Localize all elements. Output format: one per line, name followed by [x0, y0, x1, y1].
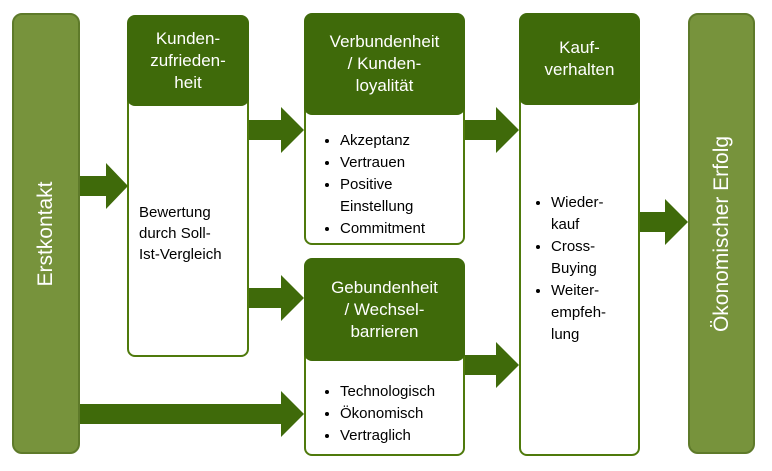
list-item: Cross- Buying: [551, 236, 606, 280]
kundenzufriedenheit-box: Bewertung durch Soll- Ist-Vergleich: [127, 70, 249, 357]
kundenzufriedenheit-description: Bewertung durch Soll- Ist-Vergleich: [139, 204, 222, 263]
kaufverhalten-box: Wieder- kauf Cross- Buying Weiter- empfe…: [519, 70, 640, 456]
verbundenheit-list: Akzeptanz Vertrauen Positive Einstellung…: [320, 130, 425, 240]
arrow-kaufverhalten-to-erfolg: [640, 199, 688, 245]
kaufverhalten-header: Kauf- verhalten: [519, 13, 640, 105]
arrow-gebundenheit-to-kaufverhalten: [465, 342, 519, 388]
kundenzufriedenheit-header: Kunden- zufrieden- heit: [127, 15, 249, 106]
verbundenheit-header: Verbundenheit / Kunden- loyalität: [304, 13, 465, 115]
erstkontakt-bar: Erstkontakt: [12, 13, 80, 454]
list-item: Akzeptanz: [340, 130, 425, 152]
list-item: Ökonomisch: [340, 403, 435, 425]
oekonomischer-erfolg-bar: Ökonomischer Erfolg: [688, 13, 755, 454]
list-item: Weiter- empfeh- lung: [551, 280, 606, 346]
arrow-erstkontakt-to-gebundenheit: [80, 391, 304, 437]
list-item: Positive Einstellung: [340, 174, 425, 218]
oekonomischer-erfolg-label: Ökonomischer Erfolg: [709, 135, 733, 332]
arrow-erstkontakt-to-zufriedenheit: [80, 163, 128, 209]
list-item: Technologisch: [340, 381, 435, 403]
kaufverhalten-list: Wieder- kauf Cross- Buying Weiter- empfe…: [531, 192, 606, 346]
kaufverhalten-title: Kauf- verhalten: [544, 38, 615, 79]
kundenzufriedenheit-title: Kunden- zufrieden- heit: [150, 28, 226, 92]
list-item: Vertrauen: [340, 152, 425, 174]
gebundenheit-header: Gebundenheit / Wechsel- barrieren: [304, 258, 465, 361]
gebundenheit-title: Gebundenheit / Wechsel- barrieren: [331, 277, 438, 341]
list-item: Vertraglich: [340, 425, 435, 447]
verbundenheit-title: Verbundenheit / Kunden- loyalität: [329, 32, 440, 95]
arrow-zufriedenheit-to-gebundenheit: [249, 275, 304, 321]
arrow-verbundenheit-to-kaufverhalten: [465, 107, 519, 153]
arrow-zufriedenheit-to-verbundenheit: [249, 107, 304, 153]
list-item: Wieder- kauf: [551, 192, 606, 236]
gebundenheit-list: Technologisch Ökonomisch Vertraglich: [320, 381, 435, 447]
erstkontakt-label: Erstkontakt: [34, 180, 57, 287]
list-item: Commitment: [340, 218, 425, 240]
